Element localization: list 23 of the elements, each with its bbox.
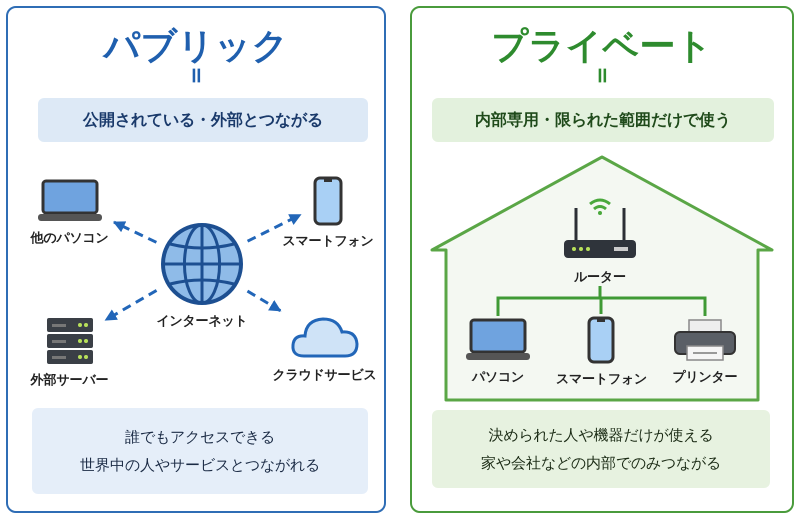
note-box: 決められた人や機器だけが使える 家や会社などの内部でのみつながる <box>432 410 770 488</box>
device-label: スマートフォン <box>282 233 374 250</box>
heading: パブリック <box>101 25 290 68</box>
device-label: インターネット <box>156 313 248 330</box>
device-label: スマートフォン <box>556 371 646 388</box>
arrow <box>246 213 302 243</box>
heading: プライベート <box>490 25 714 68</box>
device-label: プリンター <box>672 368 738 386</box>
panel-card <box>6 6 386 513</box>
arrow <box>112 220 158 244</box>
subtitle-band: 公開されている・外部とつながる <box>38 98 368 142</box>
device-label: 外部サーバー <box>29 372 110 389</box>
arrow <box>104 289 158 322</box>
equals-sign: = <box>184 66 208 86</box>
device-label: 他のパソコン <box>29 230 110 247</box>
note-box: 誰でもアクセスできる 世界中の人やサービスとつながれる <box>32 408 368 494</box>
device-label: パソコン <box>470 369 525 386</box>
subtitle-band: 内部専用・限られた範囲だけで使う <box>432 98 774 142</box>
device-label: ルーター <box>573 269 627 286</box>
equals-sign: = <box>590 66 614 86</box>
arrow <box>246 290 282 312</box>
panel-card <box>410 6 794 513</box>
device-label: クラウドサービス <box>272 367 378 384</box>
